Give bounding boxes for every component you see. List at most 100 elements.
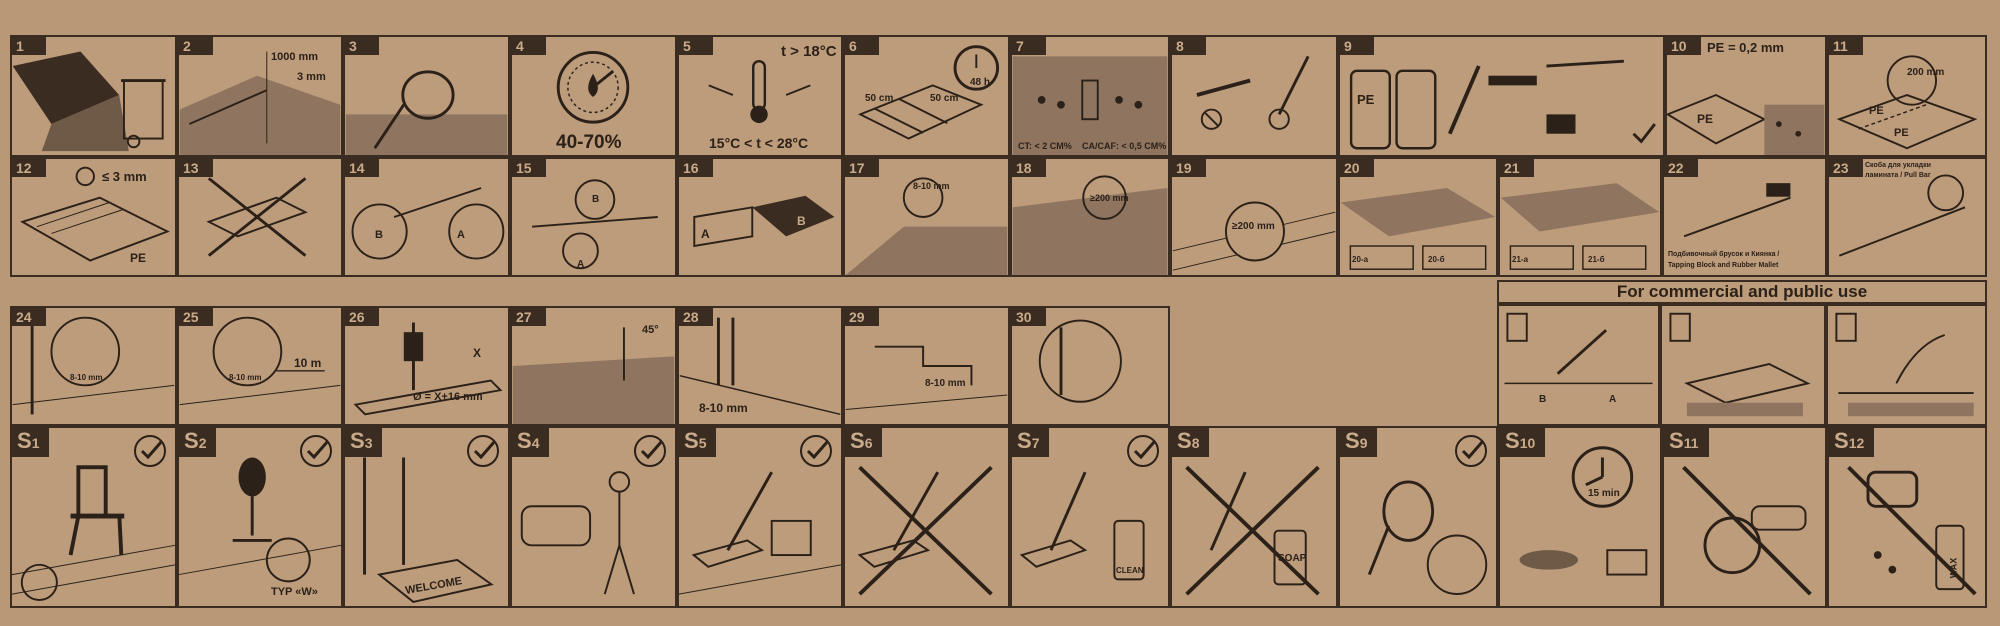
step-panel-19: ≥200 mm 19: [1170, 157, 1338, 277]
cleaner-illustration: [1019, 471, 1145, 581]
step-panel-24: 8-10 mm 24: [10, 306, 177, 426]
care-panel-s10: 15 min S10: [1498, 426, 1662, 608]
care-panel-s9: S9: [1338, 426, 1498, 608]
step-number: 20: [1340, 159, 1374, 177]
pipe-x: X: [473, 346, 482, 360]
hole-diameter: Ø = X+16 mm: [413, 391, 483, 403]
step-number: 15: [512, 159, 546, 177]
measure-3mm: 3 mm: [297, 71, 326, 83]
step-number: 7: [1012, 37, 1046, 55]
commercial-panel-join: [1660, 304, 1826, 426]
sub-step-20b: 20-б: [1428, 255, 1445, 264]
care-step-number: S7: [1012, 428, 1050, 457]
glue-joint-illustration: [1504, 312, 1653, 385]
spacer-gap: 8-10 mm: [913, 181, 950, 191]
step-panel-26: X Ø = X+16 mm 26: [343, 306, 510, 426]
pe-label: PE: [130, 251, 147, 265]
damp-mop-illustration: [679, 471, 841, 595]
step-number: 30: [1012, 308, 1046, 326]
pull-bar-caption-en: ламината / Pull Bar: [1865, 172, 1931, 179]
step-number: 1: [12, 37, 46, 55]
step-number: 13: [179, 159, 213, 177]
joint-b: B: [592, 194, 600, 205]
step-number: 19: [1172, 159, 1206, 177]
step-panel-8: 8: [1170, 35, 1338, 157]
wipe-spill-illustration: [1519, 446, 1648, 576]
gap-label: 8-10 mm: [925, 378, 966, 389]
panel-a: A: [701, 227, 710, 241]
pull-bar-caption-ru: Скоба для укладки: [1865, 162, 1931, 169]
pe-overlap-illustration: [1836, 55, 1978, 150]
sub-step-21b: 21-б: [1588, 255, 1605, 264]
pe-label-a: PE: [1869, 105, 1884, 117]
expansion-gap-illustration: [179, 316, 341, 406]
sub-step-21a: 21-a: [1512, 255, 1529, 264]
tapping-caption-en: Tapping Block and Rubber Mallet: [1668, 262, 1779, 269]
commercial-use-title: For commercial and public use: [1497, 280, 1987, 304]
care-step-number: S11: [1664, 428, 1709, 457]
first-row-spacers-illustration: [845, 177, 1008, 275]
gap-label: 8-10 mm: [699, 401, 748, 415]
wheel-type: TYP «W»: [271, 586, 318, 598]
step-number: 4: [512, 37, 546, 55]
care-panel-s4: S4: [510, 426, 677, 608]
pe-label: PE: [1357, 92, 1375, 107]
step-panel-29: 8-10 mm 29: [843, 306, 1010, 426]
care-step-number: S9: [1340, 428, 1378, 457]
step-panel-20: 20-a 20-б 20: [1338, 157, 1498, 277]
step-number: 23: [1829, 159, 1863, 177]
carpet-removal-illustration: [12, 51, 166, 152]
step-panel-10: PE = 0,2 mm PE 10: [1665, 35, 1827, 157]
moisture-ct: CT: < 2 CM%: [1018, 141, 1072, 151]
step-panel-30: 30: [1010, 306, 1170, 426]
step-panel-4: 40-70% 4: [510, 35, 677, 157]
side-a: A: [457, 229, 465, 241]
care-panel-s11: S11: [1662, 426, 1827, 608]
care-step-number: S4: [512, 428, 550, 457]
step-number: 26: [345, 308, 379, 326]
step-panel-3: 3: [343, 35, 510, 157]
care-step-number: S3: [345, 428, 383, 457]
underlay-illustration: [20, 166, 170, 262]
no-sander-illustration: [1682, 465, 1812, 596]
step-number: 24: [12, 308, 46, 326]
check-icon: [1455, 435, 1487, 467]
acclimatize-48h: 48 h: [970, 77, 991, 88]
gap-label: 8-10 mm: [229, 373, 262, 382]
temp-range: 15°C < t < 28°C: [709, 135, 809, 151]
care-step-number: S8: [1172, 428, 1210, 457]
step-number: 17: [845, 159, 879, 177]
step-number: 25: [179, 308, 213, 326]
step-panel-11: 200 mm PE PE 11: [1827, 35, 1987, 157]
step-panel-15: B A 15: [510, 157, 677, 277]
step-panel-2: 1000 mm 3 mm 2: [177, 35, 343, 157]
pe-label-b: PE: [1894, 127, 1909, 139]
vacuum-illustration: [345, 70, 508, 155]
pe-label: PE: [1697, 112, 1714, 126]
gap-label: 8-10 mm: [70, 373, 103, 382]
care-step-number: S6: [845, 428, 883, 457]
lift-furniture-illustration: [520, 471, 635, 595]
tools-illustration: [1349, 59, 1656, 150]
pull-bar-illustration: [1838, 174, 1966, 257]
step-panel-16: A B 16: [677, 157, 843, 277]
wipe-time: 15 min: [1588, 488, 1620, 499]
step-panel-7: CT: < 2 CM% CA/CAF: < 0,5 CM% 7: [1010, 35, 1170, 157]
step-panel-23: Скоба для укладки ламината / Pull Bar 23: [1827, 157, 1987, 277]
care-step-number: S2: [179, 428, 217, 457]
wall-gap-illustration: [179, 51, 341, 155]
acclimatize-boards-illustration: [857, 45, 1000, 140]
care-panel-s12: WAX S12: [1827, 426, 1987, 608]
gap-50cm-a: 50 cm: [865, 93, 894, 104]
step-number: 16: [679, 159, 713, 177]
step-panel-6: 50 cm 50 cm 48 h 6: [843, 35, 1010, 157]
step-number: 8: [1172, 37, 1206, 55]
overlap-200mm: 200 mm: [1907, 67, 1945, 78]
check-icon: [134, 435, 166, 467]
step-number: 18: [1012, 159, 1046, 177]
pipe-gap-illustration: [679, 317, 841, 416]
moisture-ca: CA/CAF: < 0,5 CM%: [1082, 141, 1167, 151]
check-icon: [467, 435, 499, 467]
chair-pad-illustration: [12, 465, 175, 601]
care-panel-s7: CLEAN S7: [1010, 426, 1170, 608]
